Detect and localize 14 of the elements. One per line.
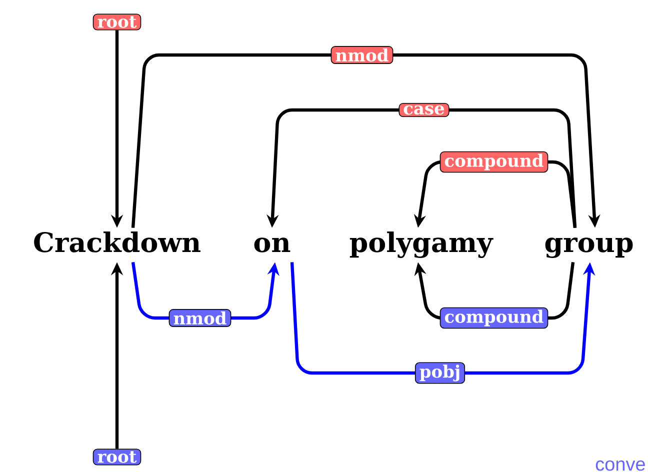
word: group [545, 238, 633, 258]
word: polygamy [350, 232, 494, 258]
tag-box: root [92, 14, 142, 30]
tag-box: root [92, 448, 142, 466]
edge-label: compound [440, 307, 548, 329]
word: Crackdown [34, 232, 200, 252]
arrow [131, 53, 600, 228]
edge-label: compound [440, 151, 548, 173]
edge-label: pobj [414, 362, 466, 384]
edge-label: nmod [168, 309, 232, 327]
edge-label: nmod [330, 46, 394, 64]
word: on [254, 238, 290, 252]
edge-label: case [398, 102, 450, 118]
note-text: conve [596, 460, 645, 471]
